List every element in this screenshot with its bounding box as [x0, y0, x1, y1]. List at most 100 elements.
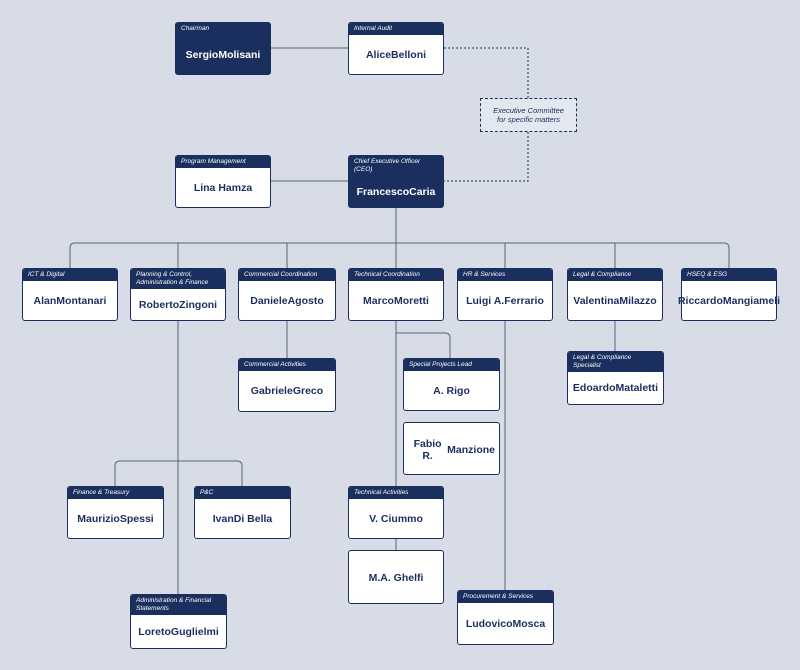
person-name: Fabio R. Manzione	[404, 423, 499, 474]
name-line-1: Riccardo	[677, 294, 723, 307]
person-name: Luigi A.Ferrario	[458, 281, 552, 320]
name-line-2: Mosca	[512, 617, 546, 630]
name-line-1: M.A. Ghelfi	[368, 572, 424, 584]
name-line-2: Mataletti	[615, 382, 659, 394]
name-line-2: Di Bella	[233, 512, 273, 525]
role-title: P&C	[195, 487, 290, 499]
role-title: Procurement & Services	[458, 591, 553, 603]
role-title: Program Management	[176, 156, 270, 168]
role-title: Commercial Coordination	[239, 269, 335, 281]
org-box-planning: Planning & Control, Administration & Fin…	[130, 268, 226, 321]
connector-special-projects	[396, 332, 451, 358]
name-line-2: Manzione	[447, 443, 495, 456]
name-line-1: Valentina	[573, 294, 620, 307]
name-line-1: Roberto	[138, 298, 180, 311]
org-box-ghelfi: M.A. Ghelfi	[348, 550, 444, 604]
name-line-2: Spessi	[119, 512, 154, 525]
org-box-technical-activities: Technical Activities V. Ciummo	[348, 486, 444, 539]
name-line-1: Ludovico	[465, 617, 513, 630]
name-line-2: Agosto	[287, 294, 324, 307]
role-title: Commercial Activities	[239, 359, 335, 371]
name-line-1: Sergio	[185, 48, 219, 61]
name-line-2: Zingoni	[179, 298, 218, 311]
org-box-special-projects: Special Projects Lead A. Rigo	[403, 358, 500, 411]
name-line-2: Caria	[409, 185, 436, 198]
person-name: V. Ciummo	[349, 499, 443, 538]
executive-committee-box: Executive Committee for specific matters	[480, 98, 577, 132]
role-title: Chairman	[176, 23, 270, 35]
name-line-2: Belloni	[391, 48, 427, 61]
role-title: Legal & Compliance	[568, 269, 662, 281]
role-title: Planning & Control, Administration & Fin…	[131, 269, 225, 289]
connector-bus	[69, 242, 730, 268]
name-line-1: Loreto	[138, 625, 171, 638]
name-line-1: A. Rigo	[433, 384, 470, 397]
role-title: Technical Coordination	[349, 269, 443, 281]
role-title: Special Projects Lead	[404, 359, 499, 371]
role-title: ICT & Digital	[23, 269, 117, 281]
name-line-2: Moretti	[393, 294, 429, 307]
role-title: HSEQ & ESG	[682, 269, 776, 281]
person-name: M.A. Ghelfi	[349, 551, 443, 603]
name-line-2: Greco	[292, 385, 324, 397]
name-line-1: Marco	[363, 294, 394, 307]
connector-audit-committee	[444, 47, 529, 98]
person-name: A. Rigo	[404, 371, 499, 410]
role-title: Technical Activities	[349, 487, 443, 499]
name-line-1: V. Ciummo	[369, 512, 423, 525]
name-line-2: Molisani	[218, 48, 261, 61]
name-line-2: Ferrario	[504, 294, 544, 307]
name-line-1: Alice	[365, 48, 392, 61]
name-line-1: Francesco	[356, 185, 410, 198]
role-title: HR & Services	[458, 269, 552, 281]
role-title: Internal Audit	[349, 23, 443, 35]
name-line-1: Edoardo	[572, 382, 616, 394]
name-line-1: Lina Hamza	[193, 181, 253, 194]
org-box-manzione: Fabio R. Manzione	[403, 422, 500, 475]
person-name: Lina Hamza	[176, 168, 270, 207]
name-line-1: Fabio R.	[413, 437, 442, 462]
name-line-1: Alan	[33, 294, 57, 307]
role-title: Administration & Financial Statements	[131, 595, 226, 615]
committee-line-2: for specific matters	[497, 115, 560, 124]
name-line-1: Daniele	[250, 294, 288, 307]
name-line-1: Luigi A.	[466, 294, 505, 307]
connector-planning-bus	[114, 460, 243, 486]
name-line-2: Mangiameli	[722, 294, 781, 307]
name-line-2: Montanari	[56, 294, 107, 307]
name-line-1: Maurizio	[77, 512, 120, 525]
connector-committee-ceo	[444, 132, 529, 182]
role-title: Finance & Treasury	[68, 487, 163, 499]
role-title: Chief Executive Officer (CEO)	[349, 156, 443, 176]
